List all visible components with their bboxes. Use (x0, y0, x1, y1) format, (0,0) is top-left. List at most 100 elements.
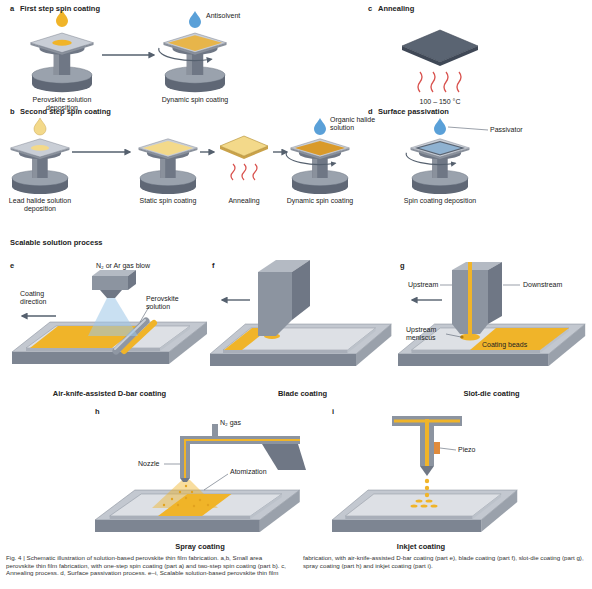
inkjet-head (425, 479, 429, 483)
spin-coater (52, 40, 72, 46)
hot-plate (418, 72, 461, 92)
step-label: Dynamic spin coating (155, 96, 235, 104)
leader-line (503, 285, 520, 286)
leader-line (448, 127, 488, 130)
annealed-film (253, 164, 257, 180)
panel-letter: c (368, 5, 372, 14)
panel-letter: f (212, 262, 215, 271)
spin-coater (415, 141, 465, 156)
spin-coater (159, 48, 212, 61)
coating-stage (398, 324, 585, 366)
step-arrow (200, 151, 214, 152)
spray-nozzle (185, 485, 187, 487)
callout-label: Nozzle (138, 460, 159, 468)
slot-die-head (470, 328, 569, 350)
method-title: Blade coating (210, 390, 395, 399)
method-title: Air-knife-assisted D-bar coating (12, 390, 207, 399)
spray-nozzle (185, 497, 187, 499)
spin-coater (139, 139, 198, 194)
spray-nozzle (207, 504, 209, 506)
air-knife (92, 276, 128, 290)
step-arrow (273, 151, 287, 152)
direction-arrow (22, 315, 56, 316)
leader-line (446, 334, 461, 337)
inkjet-head (411, 499, 438, 507)
panel-letter: d (368, 108, 373, 117)
spin-coater (406, 139, 469, 194)
spin-coater (31, 145, 49, 151)
solution-drop (34, 118, 46, 135)
spray-nozzle (177, 504, 179, 506)
callout-label: Organic halide solution (330, 116, 376, 132)
coating-stage (332, 490, 517, 532)
callout-label: Downstream (523, 281, 562, 289)
organic-halide-drop (314, 118, 326, 135)
hot-plate (457, 72, 461, 92)
air-knife (100, 290, 122, 298)
spin-coater (139, 139, 198, 194)
inkjet-head (420, 466, 434, 476)
callout-label: N₂ gas (220, 419, 241, 427)
spin-coater (406, 153, 455, 165)
inkjet-head (425, 493, 429, 497)
passivator-drop (434, 118, 446, 135)
step-label: Dynamic spin coating (282, 197, 358, 205)
spin-coater (164, 33, 227, 92)
callout-label: Coating beads (482, 341, 527, 349)
spray-nozzle (163, 485, 209, 507)
annealed-film (220, 136, 268, 180)
panel-letter: e (10, 262, 14, 271)
temperature-label: 100 – 150 °C (405, 98, 475, 106)
inkjet-head (426, 499, 433, 502)
leader-line (440, 285, 452, 286)
air-knife (88, 270, 138, 336)
slot-die-head (460, 334, 480, 341)
slot-die-head (472, 270, 488, 334)
callout-label: N₂ or Ar gas blow (96, 262, 150, 270)
step-label: Lead halide solution deposition (2, 197, 78, 213)
spin-coater (286, 153, 335, 165)
callout-label: Upstream meniscus (406, 326, 446, 342)
spray-nozzle (199, 499, 201, 501)
method-title: Inkjet coating (330, 543, 512, 552)
panel-letter: g (400, 262, 405, 271)
section-title: Scalable solution process (10, 239, 103, 248)
spin-coater (143, 141, 193, 156)
spin-coater (286, 139, 349, 194)
spin-coater (411, 139, 470, 194)
leader-line (164, 464, 180, 465)
spin-coater (11, 139, 70, 194)
spin-coater (159, 33, 227, 92)
panel-letter: i (332, 408, 334, 417)
spray-nozzle (171, 498, 173, 500)
spray-nozzle (163, 504, 165, 506)
hot-plate (431, 72, 435, 92)
callout-label: Upstream (408, 281, 438, 289)
inkjet-head (411, 504, 418, 507)
spin-coater (168, 35, 222, 51)
annealed-film (231, 164, 257, 180)
direction-arrow (222, 299, 250, 300)
coating-blade (258, 272, 292, 336)
inkjet-head (421, 504, 428, 507)
callout-label: Piezo (458, 446, 476, 454)
callout-label: Atomization (230, 468, 267, 476)
panel-letter: h (95, 408, 100, 417)
spray-nozzle (193, 505, 195, 507)
panel-title: Annealing (378, 5, 414, 14)
spray-nozzle (191, 491, 193, 493)
spin-coater (31, 33, 94, 92)
slot-die-head (468, 262, 472, 334)
coating-stage (332, 490, 517, 532)
hot-plate (444, 72, 448, 92)
step-label: Spin coating deposition (395, 197, 485, 205)
hot-plate (402, 30, 478, 62)
antisolvent-drop (189, 11, 201, 28)
spin-coater (31, 33, 94, 92)
inkjet-head (431, 504, 438, 507)
spray-nozzle (152, 480, 218, 508)
spin-coater (295, 141, 345, 156)
figure-caption: Fig. 4 | Schematic illustration of solut… (6, 554, 586, 577)
